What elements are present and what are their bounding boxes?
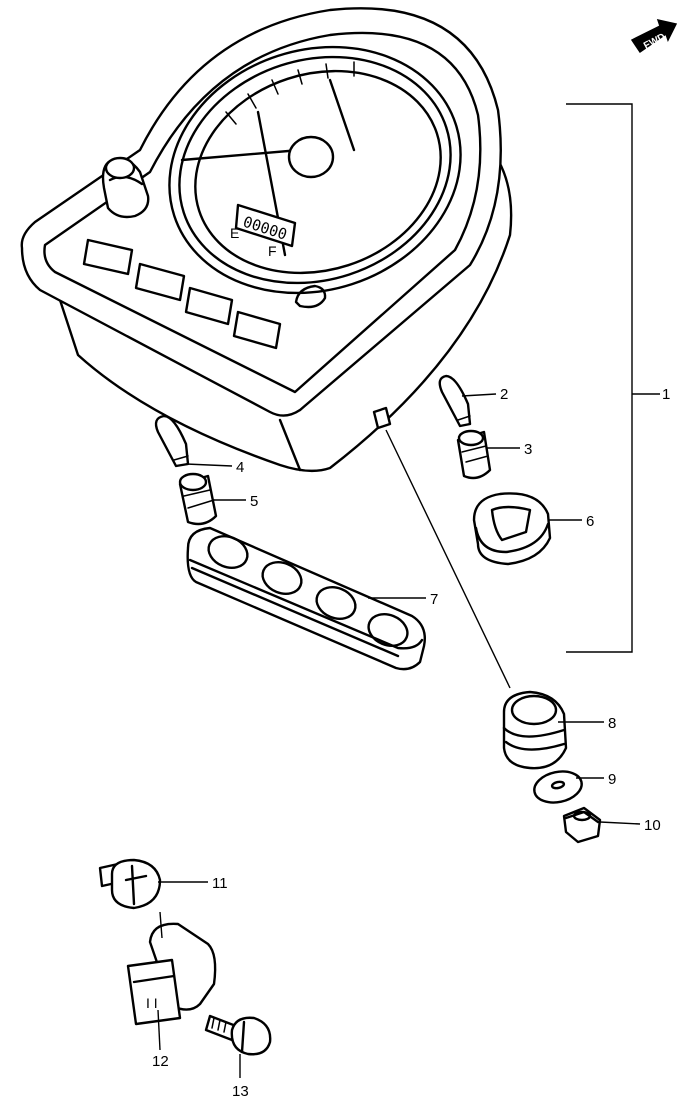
callout-10: 10 bbox=[644, 817, 661, 834]
callout-9: 9 bbox=[608, 771, 616, 788]
callout-13: 13 bbox=[232, 1083, 249, 1100]
callout-1: 1 bbox=[662, 386, 670, 403]
dial-empty-label: E bbox=[230, 225, 239, 241]
grommet-6 bbox=[472, 492, 552, 566]
assembly-bracket bbox=[566, 103, 633, 653]
callout-2: 2 bbox=[500, 386, 508, 403]
sensor-marking: I I bbox=[146, 995, 158, 1011]
bulb-4 bbox=[154, 414, 190, 468]
screw-11 bbox=[98, 858, 162, 910]
sensor-12: I I bbox=[126, 922, 217, 1026]
nut-10 bbox=[562, 806, 602, 844]
callout-11: 11 bbox=[212, 875, 228, 892]
bulb-socket-3 bbox=[456, 429, 492, 480]
callout-4: 4 bbox=[236, 459, 244, 476]
damper-8 bbox=[502, 690, 568, 770]
washer-9 bbox=[533, 770, 583, 804]
bolt-13 bbox=[204, 1014, 272, 1056]
bulb-socket-5 bbox=[178, 472, 218, 526]
callout-6: 6 bbox=[586, 513, 594, 530]
callout-5: 5 bbox=[250, 493, 258, 510]
meter-assembly: 00000 E F bbox=[20, 7, 513, 473]
indicator-window-3 bbox=[184, 286, 234, 326]
indicator-window-1 bbox=[82, 238, 134, 276]
bulb-2 bbox=[438, 374, 472, 428]
dial-full-label: F bbox=[268, 243, 277, 259]
mounting-axis-line bbox=[385, 429, 511, 689]
trip-knob-icon bbox=[101, 156, 150, 219]
indicator-window-4 bbox=[232, 310, 282, 350]
indicator-cushion-7 bbox=[186, 526, 426, 671]
fwd-arrow-icon: FWD bbox=[630, 18, 678, 54]
callout-7: 7 bbox=[430, 591, 438, 608]
callout-3: 3 bbox=[524, 441, 532, 458]
indicator-window-2 bbox=[134, 262, 186, 302]
callout-12: 12 bbox=[152, 1053, 169, 1070]
callout-8: 8 bbox=[608, 715, 616, 732]
